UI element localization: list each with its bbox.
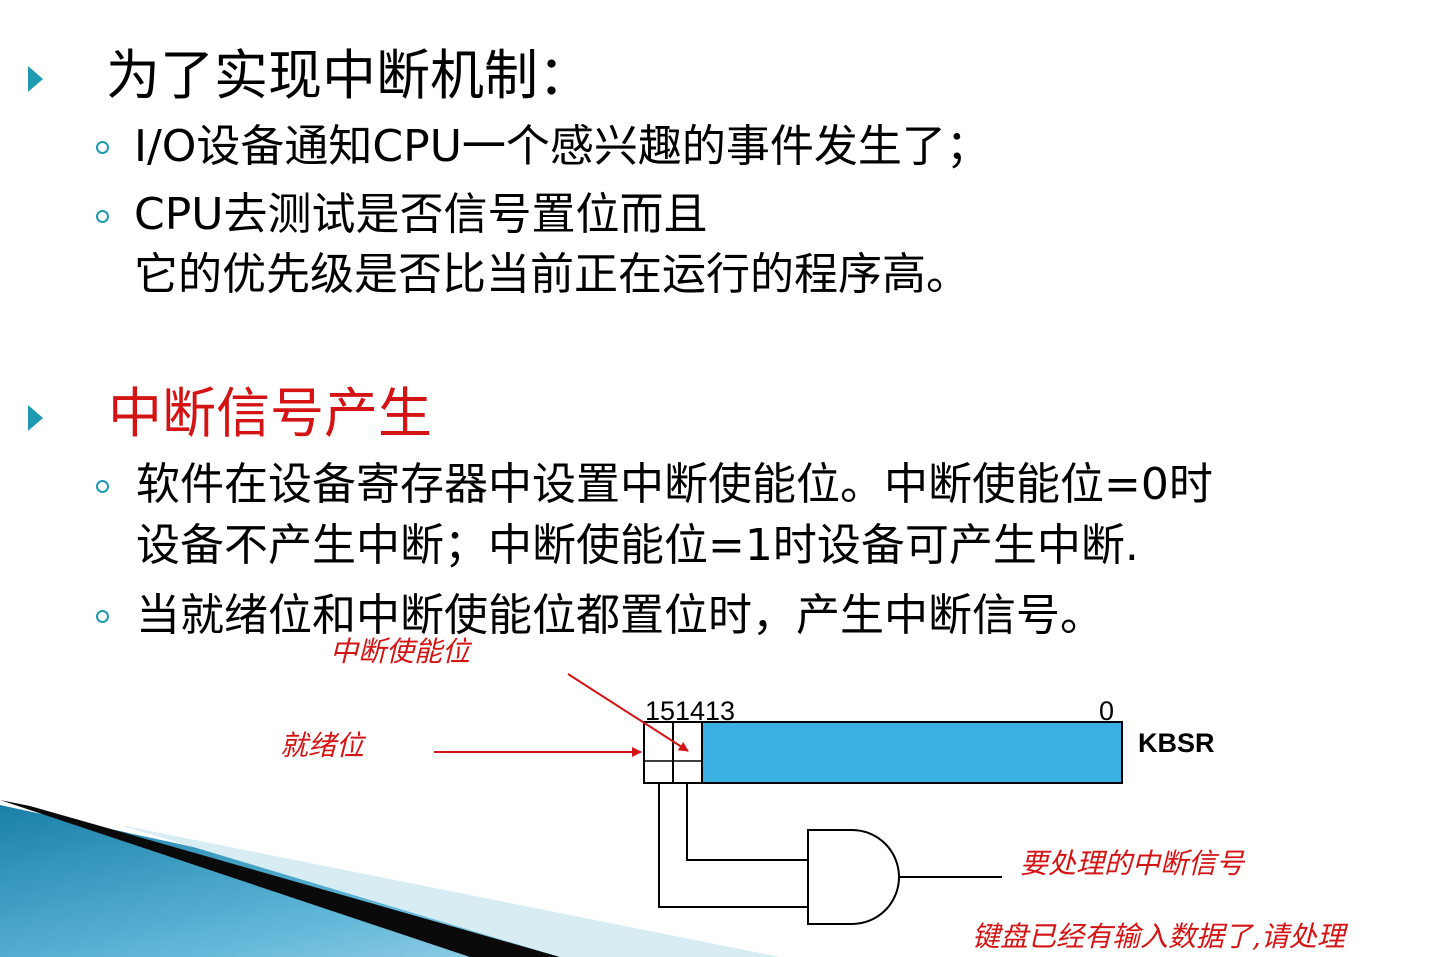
sub-bullet-circle-icon	[96, 480, 109, 493]
bullet-arrow-icon	[28, 405, 43, 431]
sub-bullet-io-notify: I/O设备通知CPU一个感兴趣的事件发生了；	[134, 121, 990, 172]
heading-interrupt-mechanism: 为了实现中断机制：	[106, 44, 592, 107]
sub-bullet-enable-bit-line2: 设备不产生中断；中断使能位=1时设备可产生中断.	[136, 520, 1139, 571]
sub-bullet-circle-icon	[96, 210, 109, 223]
label-ready-bit: 就绪位	[280, 729, 365, 762]
bit-number-0: 0	[1099, 696, 1115, 726]
bit-number-13: 13	[705, 696, 736, 726]
caption-keyboard-input: 键盘已经有输入数据了,请处理	[972, 920, 1345, 953]
register-name-kbsr: KBSR	[1138, 728, 1215, 758]
heading-interrupt-signal: 中断信号产生	[108, 382, 432, 445]
sub-bullet-cpu-test-line1: CPU去测试是否信号置位而且	[134, 189, 708, 240]
bullet-arrow-icon	[28, 66, 43, 92]
sub-bullet-cpu-test-line2: 它的优先级是否比当前正在运行的程序高。	[134, 249, 970, 300]
and-gate-icon	[807, 829, 900, 925]
sub-bullet-circle-icon	[96, 610, 109, 623]
sub-bullet-signal-generated: 当就绪位和中断使能位都置位时，产生中断信号。	[136, 590, 1104, 641]
register-bit14-enable	[672, 721, 703, 784]
sub-bullet-circle-icon	[96, 141, 109, 154]
sub-bullet-enable-bit-line1: 软件在设备寄存器中设置中断使能位。中断使能位=0时	[136, 459, 1213, 510]
wire-enable-to-and	[686, 783, 808, 861]
label-enable-bit: 中断使能位	[330, 635, 471, 668]
arrow-enable-bit	[567, 673, 689, 752]
bit-number-15: 15	[645, 696, 676, 726]
label-output-signal: 要处理的中断信号	[1020, 847, 1245, 880]
bit-number-14: 14	[675, 696, 706, 726]
wire-ready-to-and	[658, 783, 808, 908]
register-data-bits	[701, 721, 1123, 784]
